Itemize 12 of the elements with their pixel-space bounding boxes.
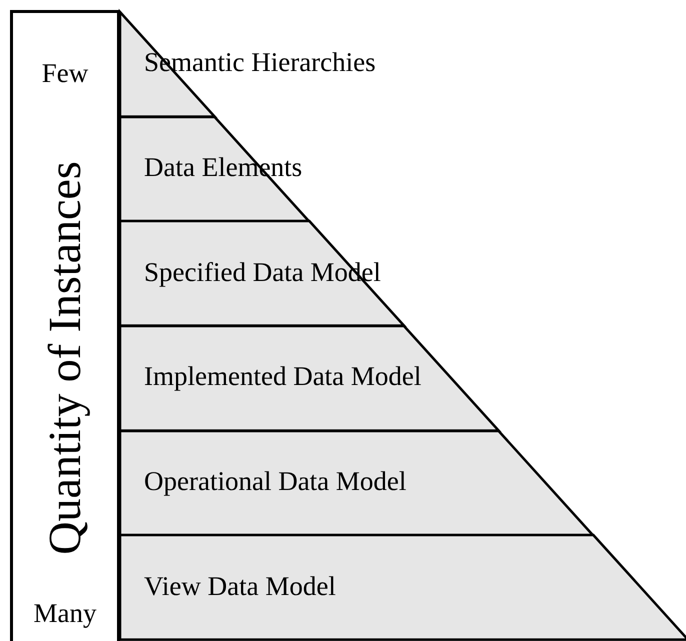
- pyramid-layer: [120, 535, 686, 640]
- scale-end-label: Few: [40, 58, 90, 89]
- pyramid-layer: [120, 116, 310, 222]
- axis-column: [10, 10, 120, 641]
- axis-title: Quantity of Instances: [42, 161, 88, 555]
- scale-end-label: Many: [32, 598, 98, 629]
- pyramid-layer: [120, 326, 499, 431]
- layer-label: Implemented Data Model: [144, 361, 422, 392]
- pyramid-layer: [120, 221, 404, 326]
- pyramid-layer: [120, 430, 594, 536]
- layer-label: Operational Data Model: [144, 466, 406, 497]
- layer-label: View Data Model: [144, 570, 336, 602]
